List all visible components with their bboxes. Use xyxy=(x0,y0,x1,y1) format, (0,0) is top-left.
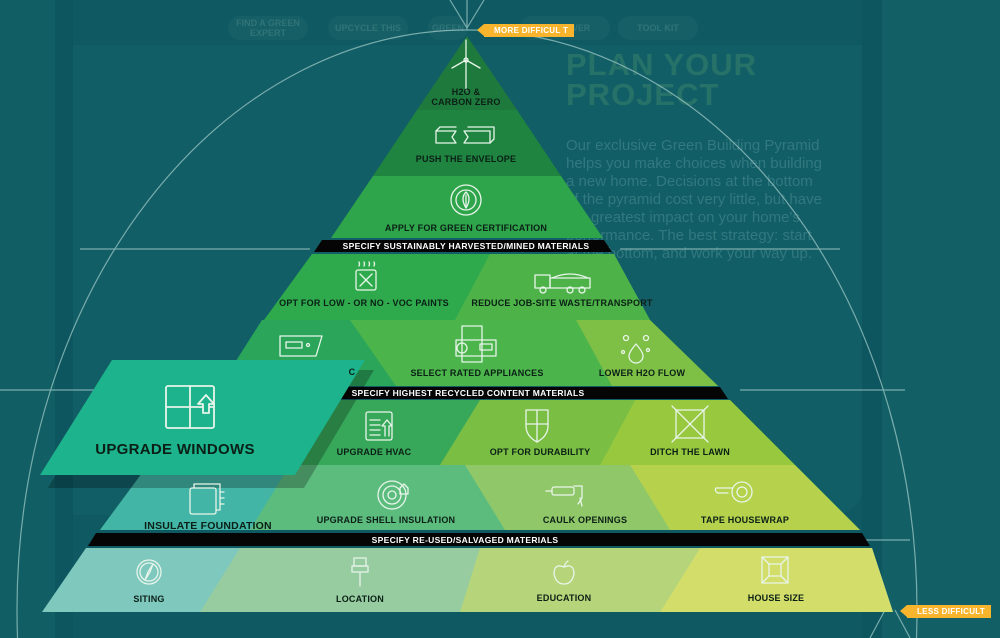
shield-icon xyxy=(525,409,549,443)
window-upgrade-icon xyxy=(165,385,215,429)
nav-item-green[interactable]: GREEN xyxy=(428,16,468,40)
tier-label-durability[interactable]: OPT FOR DURABILITY xyxy=(489,447,591,457)
tier-label-education[interactable]: EDUCATION xyxy=(536,593,592,603)
intro-paragraph: Our exclusive Green Building Pyramid hel… xyxy=(566,137,822,262)
upgrade-windows-label[interactable]: UPGRADE WINDOWS xyxy=(95,441,255,458)
less-difficult-tag: LESS DIFFICULT xyxy=(899,605,992,618)
tier-label-carbon-zero[interactable]: H2O & CARBON ZERO xyxy=(431,87,501,107)
right-panel xyxy=(882,0,1000,638)
band-label-harvested-materials: SPECIFY SUSTAINABLY HARVESTED/MINED MATE… xyxy=(342,241,590,251)
tier-label-location[interactable]: LOCATION xyxy=(336,594,384,604)
dump-truck-icon xyxy=(534,273,591,294)
tier-label-lower-water-flow[interactable]: LOWER H2O FLOW xyxy=(598,368,686,378)
tier-label-house-size[interactable]: HOUSE SIZE xyxy=(747,593,805,603)
left-dark-strip xyxy=(55,0,73,638)
band-label-recycled-materials: SPECIFY HIGHEST RECYCLED CONTENT MATERIA… xyxy=(351,388,585,398)
tier-label-rated-appliances[interactable]: SELECT RATED APPLIANCES xyxy=(410,368,544,378)
pushpin-icon xyxy=(351,557,369,587)
band-label-salvaged-materials: SPECIFY RE-USED/SALVAGED MATERIALS xyxy=(371,535,559,545)
leaf-seal-icon xyxy=(450,184,482,216)
spiral-house-icon xyxy=(377,480,409,510)
lawn-crossed-icon xyxy=(671,405,709,443)
tier-label-reduce-waste[interactable]: REDUCE JOB-SITE WASTE/TRANSPORT xyxy=(471,298,653,308)
nav-item-find-expert[interactable]: FIND A GREEN EXPERT xyxy=(228,16,308,40)
square-frame-icon xyxy=(761,556,789,584)
tier-label-shell-insulation[interactable]: UPGRADE SHELL INSULATION xyxy=(316,515,456,525)
caulk-gun-icon xyxy=(545,485,583,507)
broken-box-icon xyxy=(435,126,495,144)
apple-icon xyxy=(553,560,575,585)
hvac-icon xyxy=(365,411,393,441)
tier-label-thermostat-partial[interactable]: C xyxy=(348,367,356,377)
foundation-icon xyxy=(189,483,225,515)
tape-roll-icon xyxy=(714,481,753,503)
tier-label-insulate-foundation[interactable]: INSULATE FOUNDATION xyxy=(144,520,272,532)
more-difficult-tag: MORE DIFFICUL T xyxy=(476,24,575,37)
page-title: PLAN YOUR PROJECT xyxy=(566,47,758,112)
thermostat-icon xyxy=(279,335,323,357)
tier-label-siting[interactable]: SITING xyxy=(133,594,165,604)
right-dark-strip xyxy=(862,0,882,638)
tier-label-push-envelope[interactable]: PUSH THE ENVELOPE xyxy=(415,154,517,164)
upgrade-windows-card xyxy=(40,360,365,475)
tier-label-green-certification[interactable]: APPLY FOR GREEN CERTIFICATION xyxy=(384,223,548,233)
tier-label-tape-housewrap[interactable]: TAPE HOUSEWRAP xyxy=(700,515,790,525)
compass-icon xyxy=(136,559,162,585)
tier-label-voc-paints[interactable]: OPT FOR LOW - OR NO - VOC PAINTS xyxy=(279,298,449,308)
tier-label-ditch-lawn[interactable]: DITCH THE LAWN xyxy=(650,447,730,457)
paint-can-icon xyxy=(355,261,377,291)
tier-label-caulk-openings[interactable]: CAULK OPENINGS xyxy=(542,515,628,525)
left-sidebar-panel xyxy=(0,0,55,638)
tier-label-upgrade-hvac[interactable]: UPGRADE HVAC xyxy=(336,447,412,457)
water-drops-icon xyxy=(620,334,651,364)
nav-item-upcycle[interactable]: UPCYCLE THIS xyxy=(328,16,408,40)
wind-turbine-icon xyxy=(451,39,481,91)
nav-item-tool-kit[interactable]: TOOL KIT xyxy=(618,16,698,40)
appliances-icon xyxy=(455,325,497,363)
